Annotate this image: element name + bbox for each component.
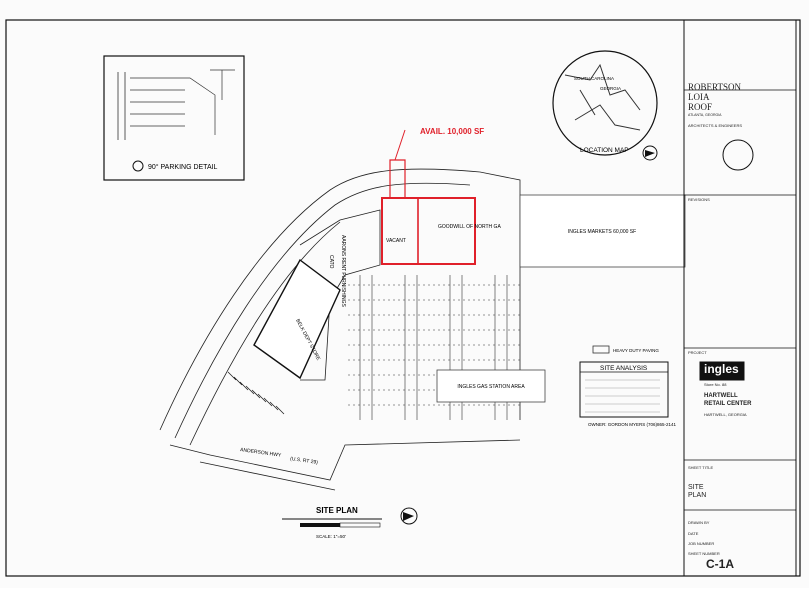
ingles-markets-label: INGLES MARKETS 60,000 SF — [568, 229, 636, 235]
north-arrow-icon — [403, 512, 414, 521]
gas-station: INGLES GAS STATION AREA — [436, 369, 546, 403]
sheet-id: C-1A — [706, 557, 735, 571]
ingles-logo: ingles — [704, 362, 739, 376]
firm-name-3: ROOF — [688, 102, 713, 112]
anderson-hwy-label: ANDERSON HWY — [240, 447, 282, 459]
title-block: ROBERTSON LOIA ROOF ATLANTA, GEORGIA ARC… — [684, 20, 796, 576]
vacant-label: VACANT — [386, 238, 406, 244]
drawn-by-label: DRAWN BY — [688, 520, 710, 525]
scale-label: SCALE: 1"=50' — [316, 534, 346, 539]
site-plan-title-block: SITE PLAN SCALE: 1"=50' — [282, 506, 418, 539]
project-label: PROJECT — [688, 350, 707, 355]
firm-name-2: LOIA — [688, 92, 710, 102]
job-number-label: JOB NUMBER — [688, 541, 715, 546]
us-rt-label: (U.S. RT 29) — [290, 456, 319, 466]
sheet-title-label: SHEET TITLE — [688, 465, 714, 470]
owner-label: OWNER: GORDON MYERS (706)865-2141 — [588, 422, 677, 427]
goodwill-highlight: AVAIL. 10,000 SF GOODWILL OF NORTH GA VA… — [381, 127, 501, 265]
avail-label: AVAIL. 10,000 SF — [420, 127, 484, 136]
goodwill-label: GOODWILL OF NORTH GA — [438, 224, 501, 230]
belk-store: BELK DEPT STORE — [253, 258, 341, 380]
map-label-sc: SOUTH CAROLINA — [574, 76, 614, 81]
ingles-markets: INGLES MARKETS 60,000 SF — [519, 194, 686, 268]
site-linework — [159, 168, 521, 491]
revisions-label: REVISIONS — [688, 197, 710, 202]
heavy-duty-label: HEAVY DUTY PAVING — [613, 348, 659, 353]
location-map-title: LOCATION MAP — [580, 147, 629, 154]
firm-name-1: ROBERTSON — [688, 82, 741, 92]
parking-detail: 90° PARKING DETAIL — [103, 55, 245, 181]
sheet-title-2: PLAN — [688, 492, 707, 499]
sheet-number-label: SHEET NUMBER — [688, 551, 720, 556]
aarons-label: AARONS RENT FURNISHINGS — [340, 235, 346, 308]
firm-city: ATLANTA, GEORGIA — [688, 113, 722, 117]
map-label-ga: GEORGIA — [600, 86, 621, 91]
site-analysis: SITE ANALYSIS OWNER: GORDON MYERS (706)8… — [579, 361, 677, 427]
site-analysis-title: SITE ANALYSIS — [600, 365, 648, 372]
site-plan-title: SITE PLAN — [316, 506, 358, 515]
location-map: SOUTH CAROLINA GEORGIA LOCATION MAP — [552, 50, 658, 161]
parking-rows — [348, 275, 520, 420]
parking-detail-title: 90° PARKING DETAIL — [148, 163, 218, 171]
firm-sub: ARCHITECTS & ENGINEERS — [688, 123, 743, 128]
sheet-title-1: SITE — [688, 484, 704, 491]
project-name-1: HARTWELL — [704, 393, 738, 399]
store-number: Store No. 88 — [704, 382, 727, 387]
title-block-frame — [683, 19, 797, 577]
cato-label: CATO — [328, 255, 334, 269]
date-label: DATE — [688, 531, 699, 536]
gas-station-label: INGLES GAS STATION AREA — [457, 384, 525, 390]
project-city: HARTWELL, GEORGIA — [704, 412, 747, 417]
project-name-2: RETAIL CENTER — [704, 401, 752, 407]
